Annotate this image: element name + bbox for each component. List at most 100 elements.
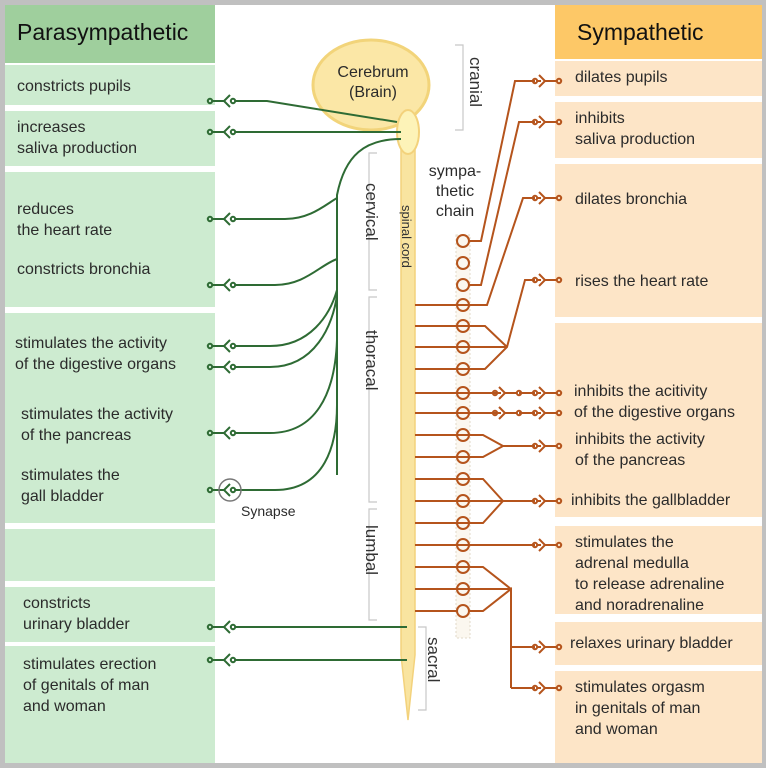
region-label-thoracal: thoracal	[362, 330, 381, 391]
synapse-node-icon	[229, 215, 237, 223]
para-nerve-gallbladder	[235, 404, 338, 491]
synapse-icon	[212, 483, 231, 497]
region-label-sacral: sacral	[424, 637, 443, 683]
spinal-cord-label: spinal cord	[399, 205, 414, 268]
synapse-node-icon	[229, 128, 237, 136]
symp-nerve-lumbar	[469, 566, 535, 689]
synapse-icon	[497, 386, 517, 400]
synapse-icon	[212, 278, 231, 292]
nerve-ending-icon	[206, 656, 214, 664]
para-box-genitals	[5, 646, 215, 763]
para-effect-pupils: constricts pupils	[17, 78, 131, 95]
symp-nerve-heart	[469, 279, 535, 370]
para-effect-genitals: stimulates erection of genitals of man a…	[23, 656, 157, 715]
sympathetic-title: Sympathetic	[577, 19, 704, 45]
region-label-cervical: cervical	[362, 183, 381, 241]
symp-nerve-digestive-pre	[469, 392, 497, 414]
synapse-icon	[537, 640, 557, 654]
symp-effect-genitals: stimulates orgasm in genitals of man and…	[575, 679, 705, 738]
synapse-icon	[497, 406, 517, 420]
bracket-thoracal	[368, 296, 377, 503]
symp-box-bladder	[555, 622, 762, 665]
parasympathetic-title: Parasympathetic	[17, 19, 189, 45]
synapse-node-icon	[229, 429, 237, 437]
nerve-ending-icon	[555, 77, 563, 85]
symp-effect-heart: rises the heart rate	[575, 273, 709, 290]
para-effect-saliva: increases saliva production	[17, 119, 138, 157]
nerve-ending-icon	[555, 389, 563, 397]
symp-box-bronchia-heart	[555, 164, 762, 317]
nerve-ending-icon	[555, 194, 563, 202]
symp-effect-pancreas: inhibits the activity of the pancreas	[575, 431, 705, 469]
para-nerve-heart	[235, 197, 338, 220]
synapse-node-icon	[229, 363, 237, 371]
para-effect-bladder: constricts urinary bladder	[23, 595, 130, 633]
synapse-node-icon	[229, 656, 237, 664]
synapse-icon	[212, 360, 231, 374]
symp-box-digestive-gallbladder	[555, 323, 762, 517]
nerve-ending-icon	[206, 128, 214, 136]
para-box-pupils	[5, 65, 215, 105]
nerve-diagram	[206, 38, 563, 721]
synapse-icon	[537, 386, 557, 400]
autonomic-nervous-system-diagram: Parasympathetic constricts pupils increa…	[5, 5, 762, 763]
region-label-cranial: cranial	[466, 57, 485, 108]
symp-effect-pupils: dilates pupils	[575, 69, 668, 86]
nerve-ending-icon	[206, 623, 214, 631]
symp-box-pupils	[555, 61, 762, 96]
synapse-icon	[537, 439, 557, 453]
synapse-label: Synapse	[241, 503, 296, 519]
para-nerve-digestive-2	[235, 294, 338, 368]
para-box-heart-bronchia	[5, 172, 215, 307]
region-label-lumbal: lumbal	[362, 525, 381, 576]
symp-nerve-gallbladder	[469, 478, 535, 524]
symp-nerve-digestive-post	[519, 392, 535, 414]
para-effect-bronchia: constricts bronchia	[17, 261, 151, 278]
synapse-icon	[212, 94, 231, 108]
region-brackets	[368, 44, 464, 711]
synapse-node-icon	[229, 97, 237, 105]
sympathetic-chain-column	[455, 234, 471, 639]
cerebrum-shape	[311, 38, 431, 132]
synapse-icon	[212, 426, 231, 440]
synapse-icon	[537, 681, 557, 695]
para-effect-digestive: stimulates the activity of the digestive…	[15, 335, 176, 373]
symp-nerve-saliva	[469, 121, 535, 286]
ganglion-icon	[456, 256, 470, 270]
parasympathetic-header: Parasympathetic	[5, 5, 215, 63]
symp-effect-bladder: relaxes urinary bladder	[570, 635, 733, 652]
symp-effect-saliva: inhibits saliva production	[575, 110, 696, 148]
nerve-ending-icon	[555, 118, 563, 126]
sympathetic-header: Sympathetic	[555, 5, 762, 59]
synapse-icon	[537, 191, 557, 205]
symp-box-adrenal	[555, 526, 762, 614]
nerve-ending-icon	[555, 497, 563, 505]
nerve-ending-icon	[206, 97, 214, 105]
nerve-ending-icon	[555, 643, 563, 651]
synapse-highlight-circle	[218, 478, 242, 502]
para-nerve-digestive-1	[235, 289, 338, 347]
bracket-cranial	[455, 44, 464, 131]
symp-effect-gallbladder: inhibits the gallbladder	[571, 492, 731, 509]
synapse-node-icon	[229, 342, 237, 350]
symp-effect-digestive: inhibits the acitivity of the digestive …	[574, 383, 735, 421]
bracket-sacral	[418, 626, 427, 711]
para-box-digestive	[5, 313, 215, 523]
nerve-ending-icon	[555, 442, 563, 450]
synapse-icon	[537, 538, 557, 552]
synapse-icon	[537, 74, 557, 88]
synapse-icon	[537, 273, 557, 287]
para-box-saliva	[5, 111, 215, 166]
symp-nerve-bronchia	[469, 197, 535, 306]
cerebrum-label: Cerebrum (Brain)	[337, 64, 409, 101]
symp-nerve-pancreas	[469, 434, 535, 458]
nerve-ending-icon	[206, 486, 214, 494]
synapse-icon	[537, 115, 557, 129]
para-box-bladder	[5, 587, 215, 642]
nerve-ending-icon	[555, 541, 563, 549]
para-effect-heart: reduces the heart rate	[17, 201, 113, 239]
nerve-ending-icon	[206, 429, 214, 437]
synapse-icon	[537, 494, 557, 508]
symp-nerve-pupils	[469, 80, 535, 242]
nerve-ending-icon	[555, 276, 563, 284]
